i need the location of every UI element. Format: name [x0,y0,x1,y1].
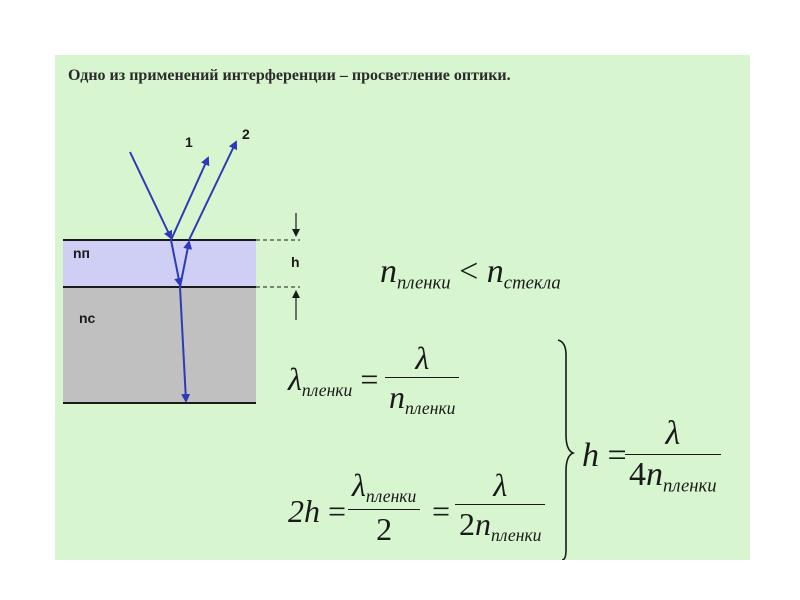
path-num-1-var: λ [352,467,366,503]
result-fraction: λ 4nпленки [625,417,721,496]
wavelength-den-var: n [389,379,405,415]
slide-title: Одно из применений интерференции – просв… [68,67,511,84]
system-brace [557,339,576,560]
incident-ray [129,151,173,240]
inequality-operator: < [459,253,479,290]
inequality-right-var: n [486,253,504,290]
glass-label: nс [79,310,96,326]
result-den-coef: 4 [629,456,646,493]
transmitted-ray [179,286,191,403]
slide: Одно из применений интерференции – просв… [55,55,750,560]
result-lhs-text: h [582,437,599,474]
path-den-2-sub: пленки [491,525,542,546]
ray-label-2: 2 [242,126,250,142]
result-denominator: 4nпленки [625,454,721,496]
path-equals-2: = [432,493,451,529]
refracted-ray-in-film [170,239,184,287]
path-fraction-1: λпленки 2 [348,469,421,545]
inequality-left-sub: пленки [397,272,451,294]
result-equals: = [607,437,627,474]
film-layer [63,240,256,287]
wavelength-denominator: nпленки [385,377,460,419]
path-fraction-1-numerator: λпленки [348,469,420,509]
path-den-2-coef: 2 [459,506,475,542]
path-lhs-text: 2h [288,493,320,529]
reflected-ray-2 [188,140,238,241]
wavelength-lhs-var: λ [288,361,302,397]
path-den-2-var: n [475,506,491,542]
inequality-right-sub: стекла [503,272,561,294]
wavelength-lhs-sub: пленки [301,380,353,401]
result-lhs: h = [582,439,627,473]
reflected-ray-in-film [179,240,193,288]
wavelength-fraction: λ nпленки [385,340,460,419]
path-equals-1: = [328,493,347,529]
path-equals-2-wrap: = [432,495,450,527]
result-den-sub: пленки [663,475,717,497]
path-fraction-1-denominator: 2 [348,508,421,545]
film-diagram: 1 2 nп nс h [63,126,576,560]
wavelength-den-sub: пленки [405,398,456,419]
film-label: nп [73,245,90,261]
inequality-formula: nпленки < nстекла [380,255,561,293]
reflected-ray-1 [170,156,210,241]
wavelength-equals: = [360,361,379,397]
result-numerator: λ [665,415,681,452]
path-fraction-2-numerator: λ [493,467,508,503]
path-fraction-2: λ 2nпленки [455,467,546,546]
path-lhs: 2h = [288,495,346,527]
glass-layer [63,287,256,403]
result-den-var: n [646,456,663,493]
thickness-label: h [291,254,300,270]
inequality-left-var: n [380,253,397,290]
wavelength-lhs: λпленки = [288,363,378,400]
path-fraction-2-denominator: 2nпленки [455,504,546,546]
wavelength-numerator: λ [415,340,430,376]
ray-label-1: 1 [185,134,193,150]
path-num-1-sub: пленки [365,486,417,507]
